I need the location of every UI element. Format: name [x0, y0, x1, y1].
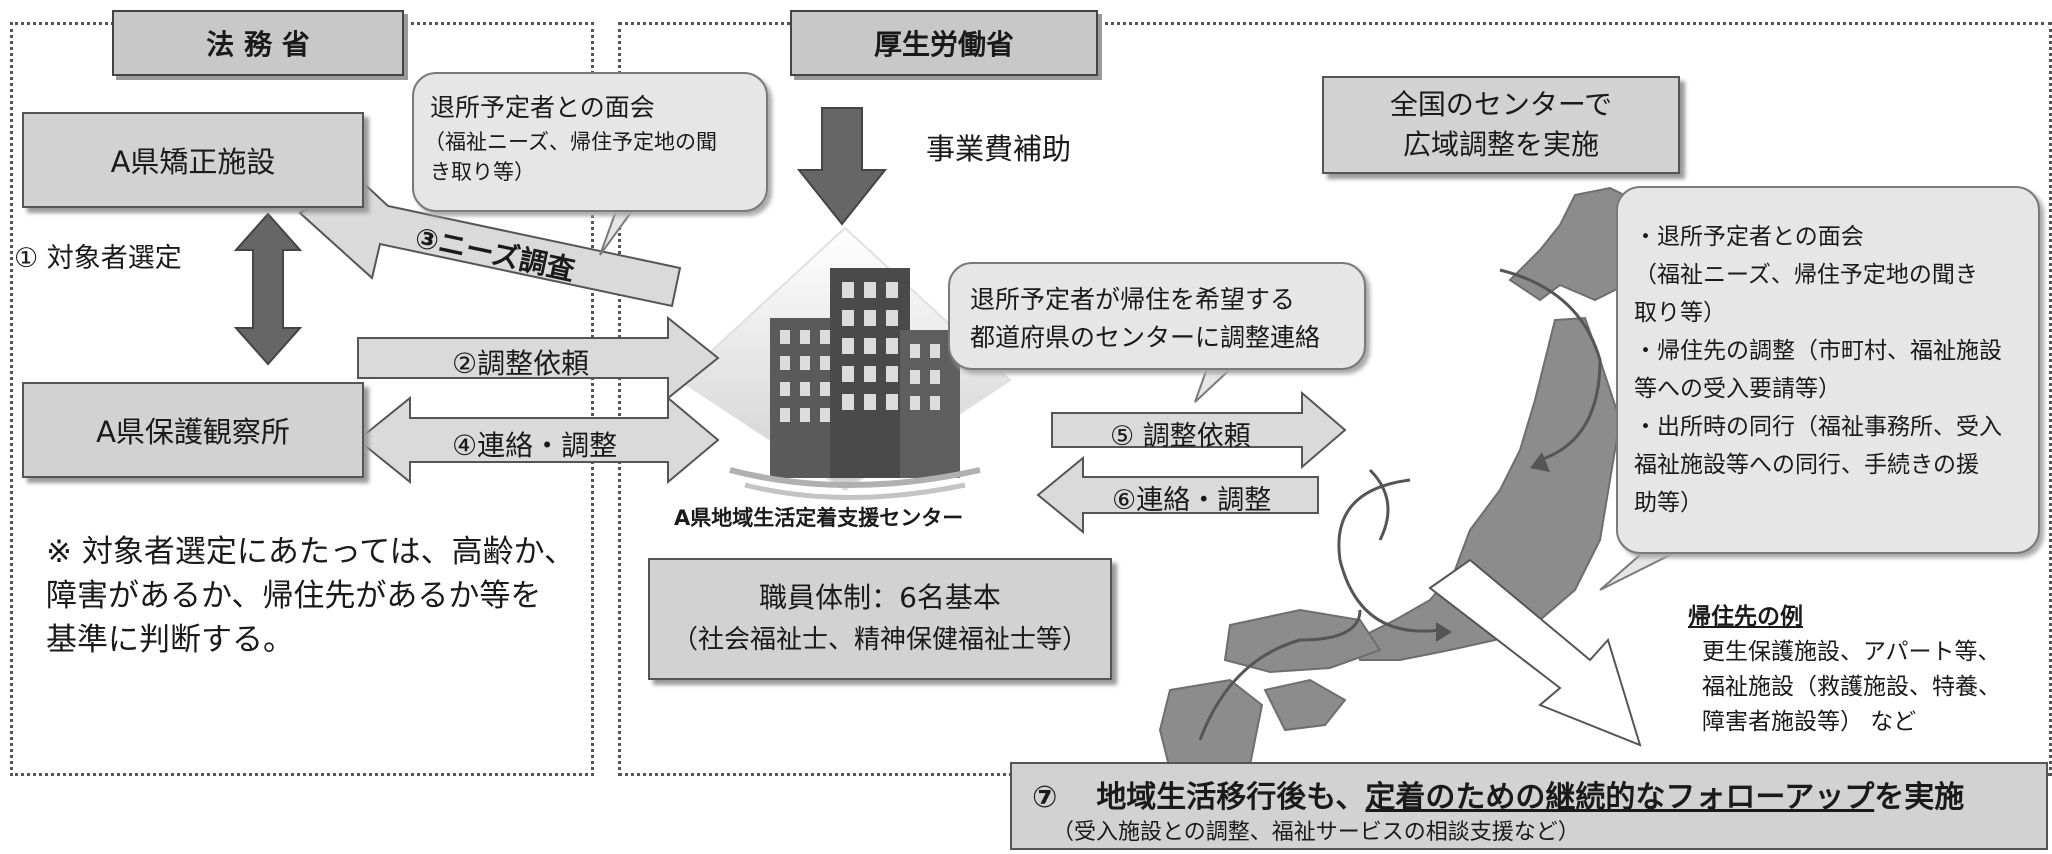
task-line: 取り等）: [1634, 300, 1726, 326]
step5-arrow: [1051, 390, 1347, 470]
tasks-bubble: ・退所予定者との面会 （福祉ニーズ、帰住予定地の聞き 取り等） ・帰住先の調整（…: [1616, 186, 2040, 554]
destinations-block: 帰住先の例 更生保護施設、アパート等、 福祉施設（救護施設、特養、 障害者施設等…: [1688, 600, 2001, 740]
bubble-line: 退所予定者が帰住を希望する: [970, 285, 1296, 314]
moj-header: 法 務 省: [112, 10, 404, 76]
task-line: （福祉ニーズ、帰住予定地の聞き: [1634, 262, 1978, 288]
task-line: 助等）: [1634, 490, 1703, 516]
selection-double-arrow: [233, 212, 303, 366]
followup-box: ⑦ 地域生活移行後も、定着のための継続的なフォローアップを実施 （受入施設との調…: [1010, 762, 2048, 850]
step4-label: ④連絡・調整: [452, 429, 618, 462]
task-line: ・退所予定者との面会: [1634, 224, 1864, 250]
bubble-line: （福祉ニーズ、帰住予定地の聞: [424, 130, 717, 154]
step5-label: ⑤ 調整依頼: [1110, 421, 1251, 452]
interview-bubble: 退所予定者との面会 （福祉ニーズ、帰住予定地の聞 き取り等）: [412, 72, 768, 212]
tasks-list: ・退所予定者との面会 （福祉ニーズ、帰住予定地の聞き 取り等） ・帰住先の調整（…: [1634, 218, 2002, 522]
followup-num: ⑦: [1032, 780, 1058, 815]
step1-label: ① 対象者選定: [14, 243, 182, 274]
subsidy-arrow: [796, 107, 888, 226]
task-line: 福祉施設等への同行、手続きの援: [1634, 452, 1979, 478]
followup-arrow: [1428, 558, 1642, 747]
note-line: 障害があるか、帰住先があるか等を: [46, 578, 542, 614]
bubble-line: 都道府県のセンターに調整連絡: [970, 323, 1321, 352]
subsidy-label: 事業費補助: [926, 132, 1072, 166]
contact-bubble: 退所予定者が帰住を希望する 都道府県のセンターに調整連絡: [948, 262, 1366, 370]
destination-line: 障害者施設等） など: [1702, 709, 1917, 735]
contact-adjust-arrow: [356, 395, 720, 485]
selection-note: ※ 対象者選定にあたっては、高齢か、 障害があるか、帰住先があるか等を 基準に判…: [46, 530, 575, 662]
note-line: ※ 対象者選定にあたっては、高齢か、: [46, 534, 576, 570]
task-line: 等への受入要請等）: [1634, 376, 1841, 402]
step6-label: ⑥連絡・調整: [1112, 485, 1272, 516]
step2-label: ②調整依頼: [452, 347, 590, 380]
note-line: 基準に判断する。: [46, 622, 294, 658]
mhlw-header: 厚生労働省: [790, 10, 1098, 76]
followup-main: ⑦ 地域生活移行後も、定着のための継続的なフォローアップを実施: [1032, 772, 1964, 816]
followup-underlined: 定着のための継続的なフォローアップ: [1365, 780, 1875, 815]
center-name: A県地域生活定着支援センター: [674, 506, 964, 530]
destinations-title: 帰住先の例: [1688, 604, 1803, 630]
building-icon: [729, 268, 981, 500]
task-line: ・出所時の同行（福祉事務所、受入: [1634, 414, 2002, 440]
adjust-request-arrow: [357, 315, 720, 401]
staff-title: 職員体制：6名基本: [759, 581, 1001, 614]
staff-detail: （社会福祉士、精神保健福祉士等）: [671, 625, 1088, 655]
facility-box: A県矯正施設: [22, 112, 364, 208]
task-line: ・帰住先の調整（市町村、福祉施設: [1634, 338, 2002, 364]
staff-box: 職員体制：6名基本 （社会福祉士、精神保健福祉士等）: [648, 558, 1112, 680]
followup-sub: （受入施設との調整、福祉サービスの相談支援など）: [1052, 820, 1580, 845]
bubble-line: 退所予定者との面会: [430, 93, 655, 122]
destination-line: 更生保護施設、アパート等、: [1702, 639, 2001, 665]
facility-label: A県矯正施設: [110, 145, 276, 179]
national-line: 全国のセンターで: [1389, 88, 1613, 121]
followup-post: を実施: [1874, 780, 1965, 815]
followup-pre: 地域生活移行後も、: [1096, 780, 1366, 815]
bubble-line: き取り等）: [430, 160, 535, 184]
national-line: 広域調整を実施: [1402, 128, 1599, 161]
national-box: 全国のセンターで 広域調整を実施: [1322, 76, 1680, 174]
destination-line: 福祉施設（救護施設、特養、: [1702, 674, 2001, 700]
probation-box: A県保護観察所: [22, 382, 364, 478]
probation-label: A県保護観察所: [96, 415, 290, 449]
step6-arrow: [1036, 455, 1319, 535]
